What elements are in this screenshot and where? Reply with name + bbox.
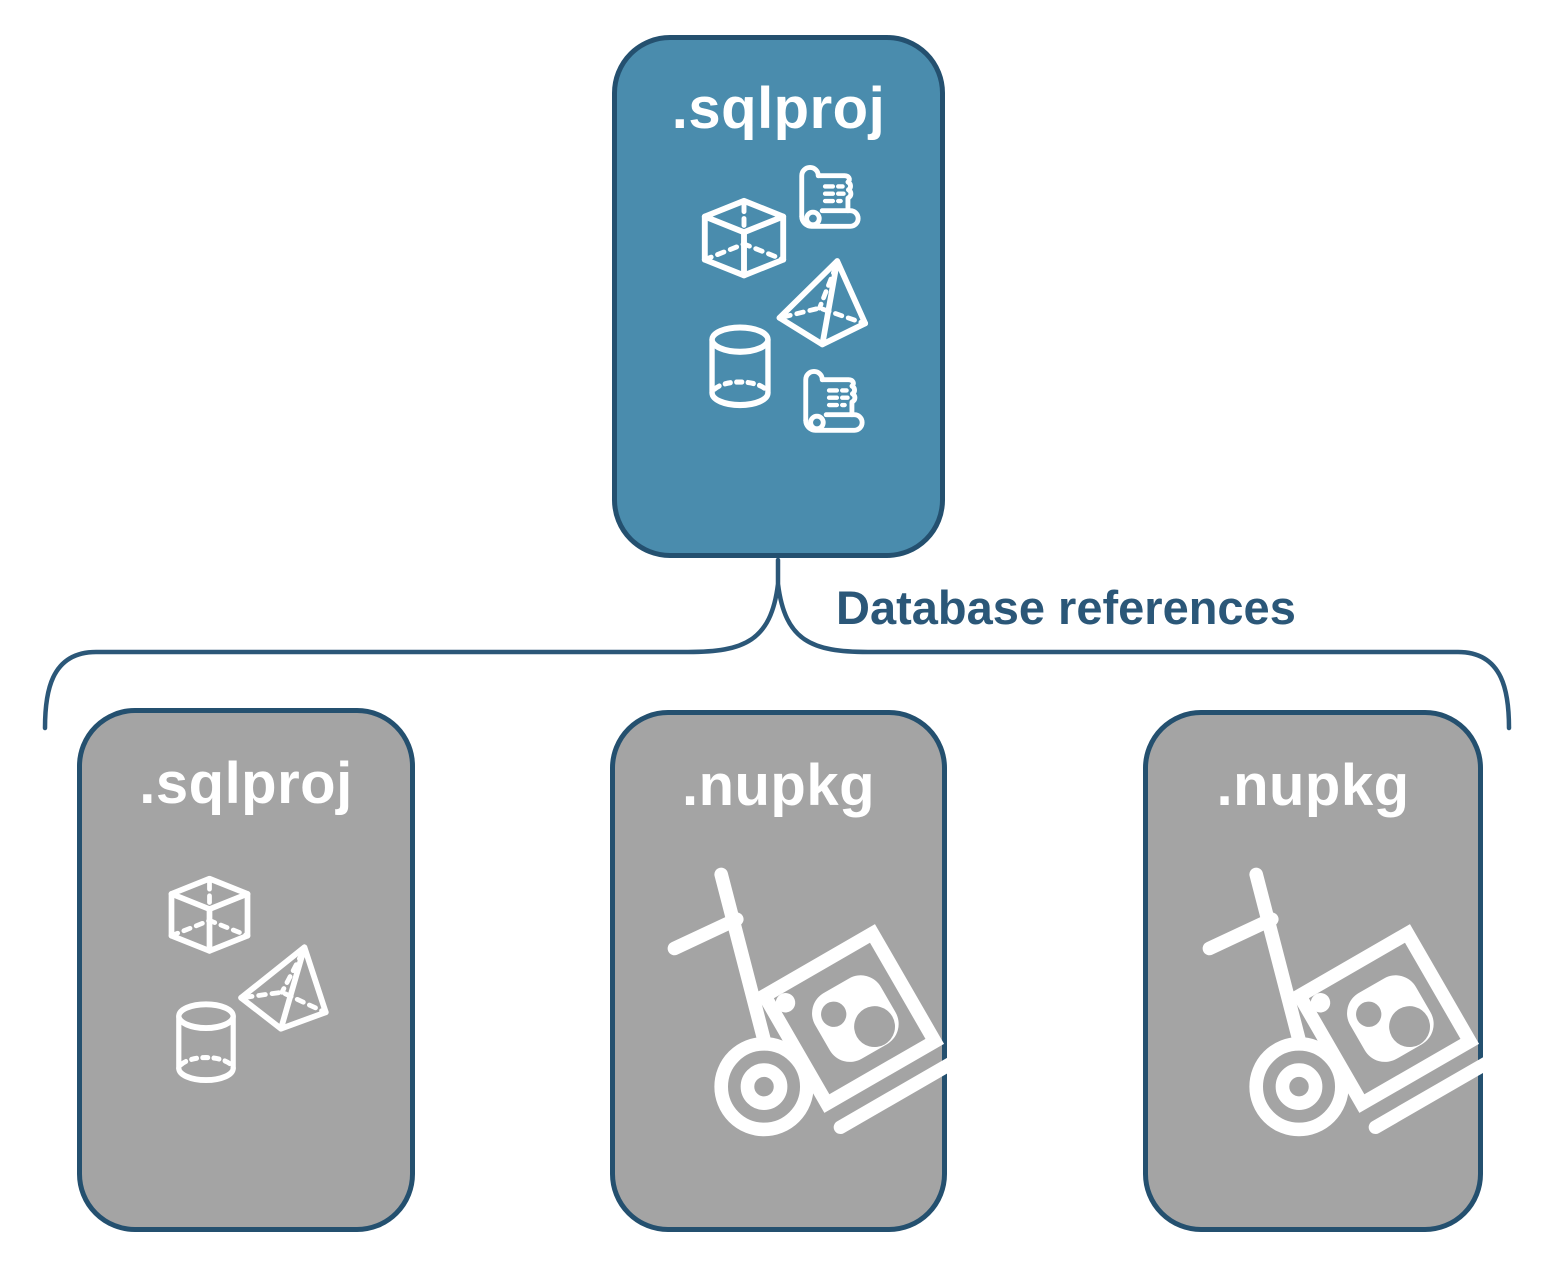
pyramid-icon: [767, 243, 887, 360]
child-sqlproj-box: .sqlproj: [77, 708, 415, 1232]
scroll-icon: [797, 370, 867, 440]
child-nupkg-label: .nupkg: [1216, 753, 1410, 818]
cube-icon: [162, 873, 257, 968]
nuget-package-dolly-icon: [655, 855, 947, 1147]
child-nupkg-label: .nupkg: [681, 753, 876, 818]
child-nupkg-box-2: .nupkg: [1143, 710, 1483, 1232]
child-nupkg-box-1: .nupkg: [610, 710, 947, 1232]
nuget-package-dolly-icon: [1190, 855, 1482, 1147]
scroll-icon: [793, 166, 863, 236]
root-sqlproj-label: .sqlproj: [671, 76, 886, 141]
cube-icon: [695, 195, 793, 293]
cylinder-icon: [703, 320, 777, 406]
root-sqlproj-box: .sqlproj: [612, 35, 945, 558]
connector-label: Database references: [836, 581, 1296, 634]
child-sqlproj-label: .sqlproj: [139, 751, 353, 816]
cylinder-icon: [170, 997, 242, 1081]
